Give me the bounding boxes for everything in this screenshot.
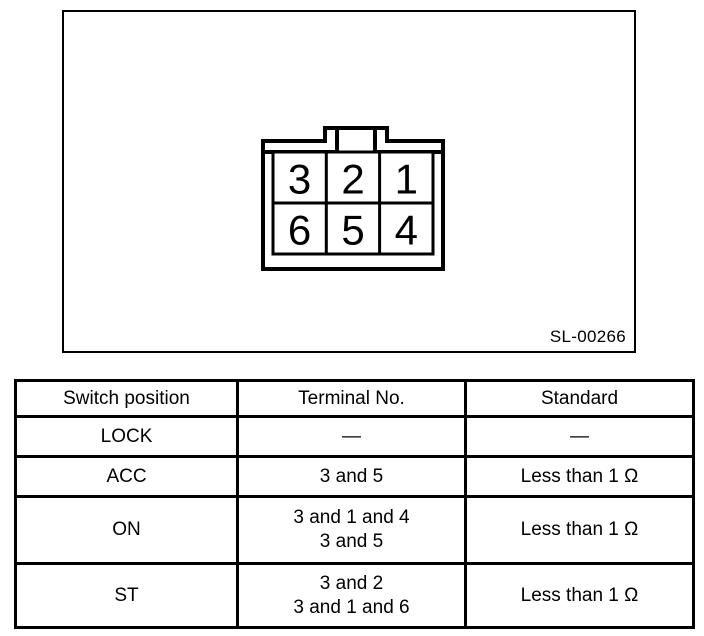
table-row: ON 3 and 1 and 4 3 and 5 Less than 1 Ω: [14, 495, 695, 565]
connector-tab-notch-stroke: [335, 126, 377, 152]
pin-number-1: 1: [395, 156, 418, 203]
header-terminal-no: Terminal No.: [236, 379, 467, 418]
pin-number-2: 2: [341, 156, 364, 203]
terminal-line: 3 and 2: [319, 572, 384, 594]
cell-terminal-no-lock: —: [236, 415, 467, 458]
cell-switch-position-on: ON: [14, 495, 239, 565]
table-row: ACC 3 and 5 Less than 1 Ω: [14, 455, 695, 498]
cell-terminal-no-on: 3 and 1 and 4 3 and 5: [236, 495, 467, 565]
cell-standard-on: Less than 1 Ω: [464, 495, 695, 565]
table-row: LOCK — —: [14, 415, 695, 458]
cell-standard-st: Less than 1 Ω: [464, 562, 695, 629]
terminal-line: 3 and 1 and 4: [293, 507, 410, 529]
figure-caption: SL-00266: [549, 327, 626, 346]
pin-number-6: 6: [288, 207, 311, 254]
header-switch-position: Switch position: [14, 379, 239, 418]
cell-switch-position-acc: ACC: [14, 455, 239, 498]
pin-number-4: 4: [395, 207, 418, 254]
cell-terminal-no-st: 3 and 2 3 and 1 and 6: [236, 562, 467, 629]
figure-panel: 3 2 1 6 5 4 SL-00266: [62, 10, 636, 353]
table-row: ST 3 and 2 3 and 1 and 6 Less than 1 Ω: [14, 562, 695, 629]
cell-terminal-no-acc: 3 and 5: [236, 455, 467, 498]
cell-standard-acc: Less than 1 Ω: [464, 455, 695, 498]
terminal-line: 3 and 5: [319, 531, 384, 552]
table-header-row: Switch position Terminal No. Standard: [14, 379, 695, 418]
connector-diagram: 3 2 1 6 5 4: [260, 112, 446, 272]
continuity-spec-table: Switch position Terminal No. Standard LO…: [14, 379, 695, 629]
cell-switch-position-st: ST: [14, 562, 239, 629]
terminal-line: 3 and 1 and 6: [293, 596, 410, 618]
pin-number-5: 5: [341, 207, 364, 254]
cell-standard-lock: —: [464, 415, 695, 458]
cell-switch-position-lock: LOCK: [14, 415, 239, 458]
header-standard: Standard: [464, 379, 695, 418]
pin-number-3: 3: [288, 156, 311, 203]
connector-tab-notch-fill: [337, 128, 375, 152]
connector-svg: 3 2 1 6 5 4: [261, 126, 445, 271]
